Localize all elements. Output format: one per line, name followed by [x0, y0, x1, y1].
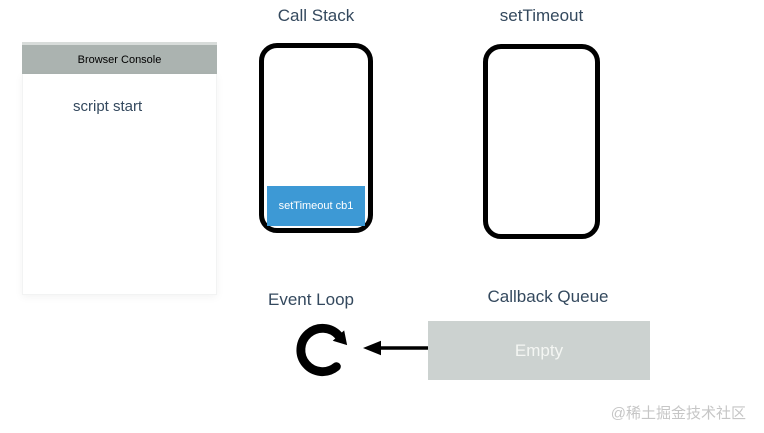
settimeout-container: [483, 44, 600, 239]
browser-console-header: Browser Console: [22, 42, 217, 74]
left-arrow-icon: [363, 340, 429, 356]
browser-console-panel: Browser Console script start: [22, 42, 217, 295]
callback-queue-box: Empty: [428, 321, 650, 380]
call-stack-container: setTimeout cb1: [259, 43, 373, 233]
callback-queue-title: Callback Queue: [487, 287, 609, 306]
console-log-line: script start: [73, 98, 143, 115]
clockwise-loop-arrow-icon: [296, 323, 348, 377]
browser-console-title: Browser Console: [77, 53, 162, 66]
call-stack-frame: setTimeout cb1: [267, 186, 365, 226]
browser-console-body: script start: [22, 74, 217, 295]
event-loop-title: Event Loop: [267, 290, 354, 309]
watermark: @稀土掘金技术社区: [610, 405, 746, 422]
settimeout-title: setTimeout: [499, 6, 584, 25]
call-stack-title: Call Stack: [277, 6, 355, 25]
callback-queue-state: Empty: [514, 340, 564, 360]
